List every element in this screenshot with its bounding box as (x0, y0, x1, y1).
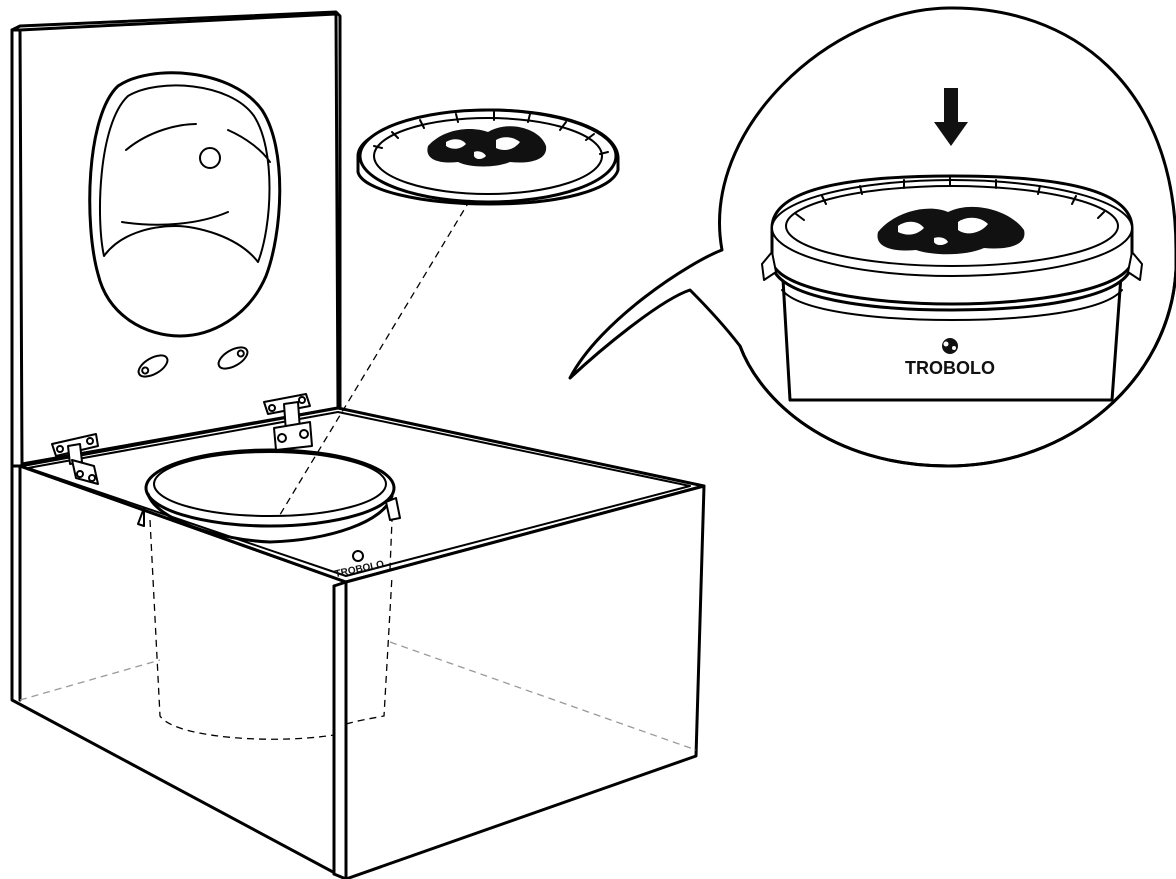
assembly-guide-line (277, 199, 471, 519)
box-front-face (332, 484, 706, 879)
right-hinge (263, 393, 313, 451)
bumper-holes (137, 346, 249, 378)
bucket-lid (356, 108, 620, 206)
closeup-world-map-icon (877, 206, 1025, 255)
closeup-bucket: TROBOLO (761, 174, 1143, 402)
hidden-bucket-front (345, 575, 697, 751)
lid-world-map-icon (427, 126, 547, 167)
down-arrow-icon (934, 88, 968, 146)
left-hinge (51, 433, 99, 485)
trobolo-logo-icon (942, 338, 958, 354)
toilet-seat-outline (88, 71, 282, 338)
hidden-bucket-outline (149, 519, 393, 740)
brand-name: TROBOLO (905, 358, 995, 378)
bucket-rim (137, 448, 401, 544)
